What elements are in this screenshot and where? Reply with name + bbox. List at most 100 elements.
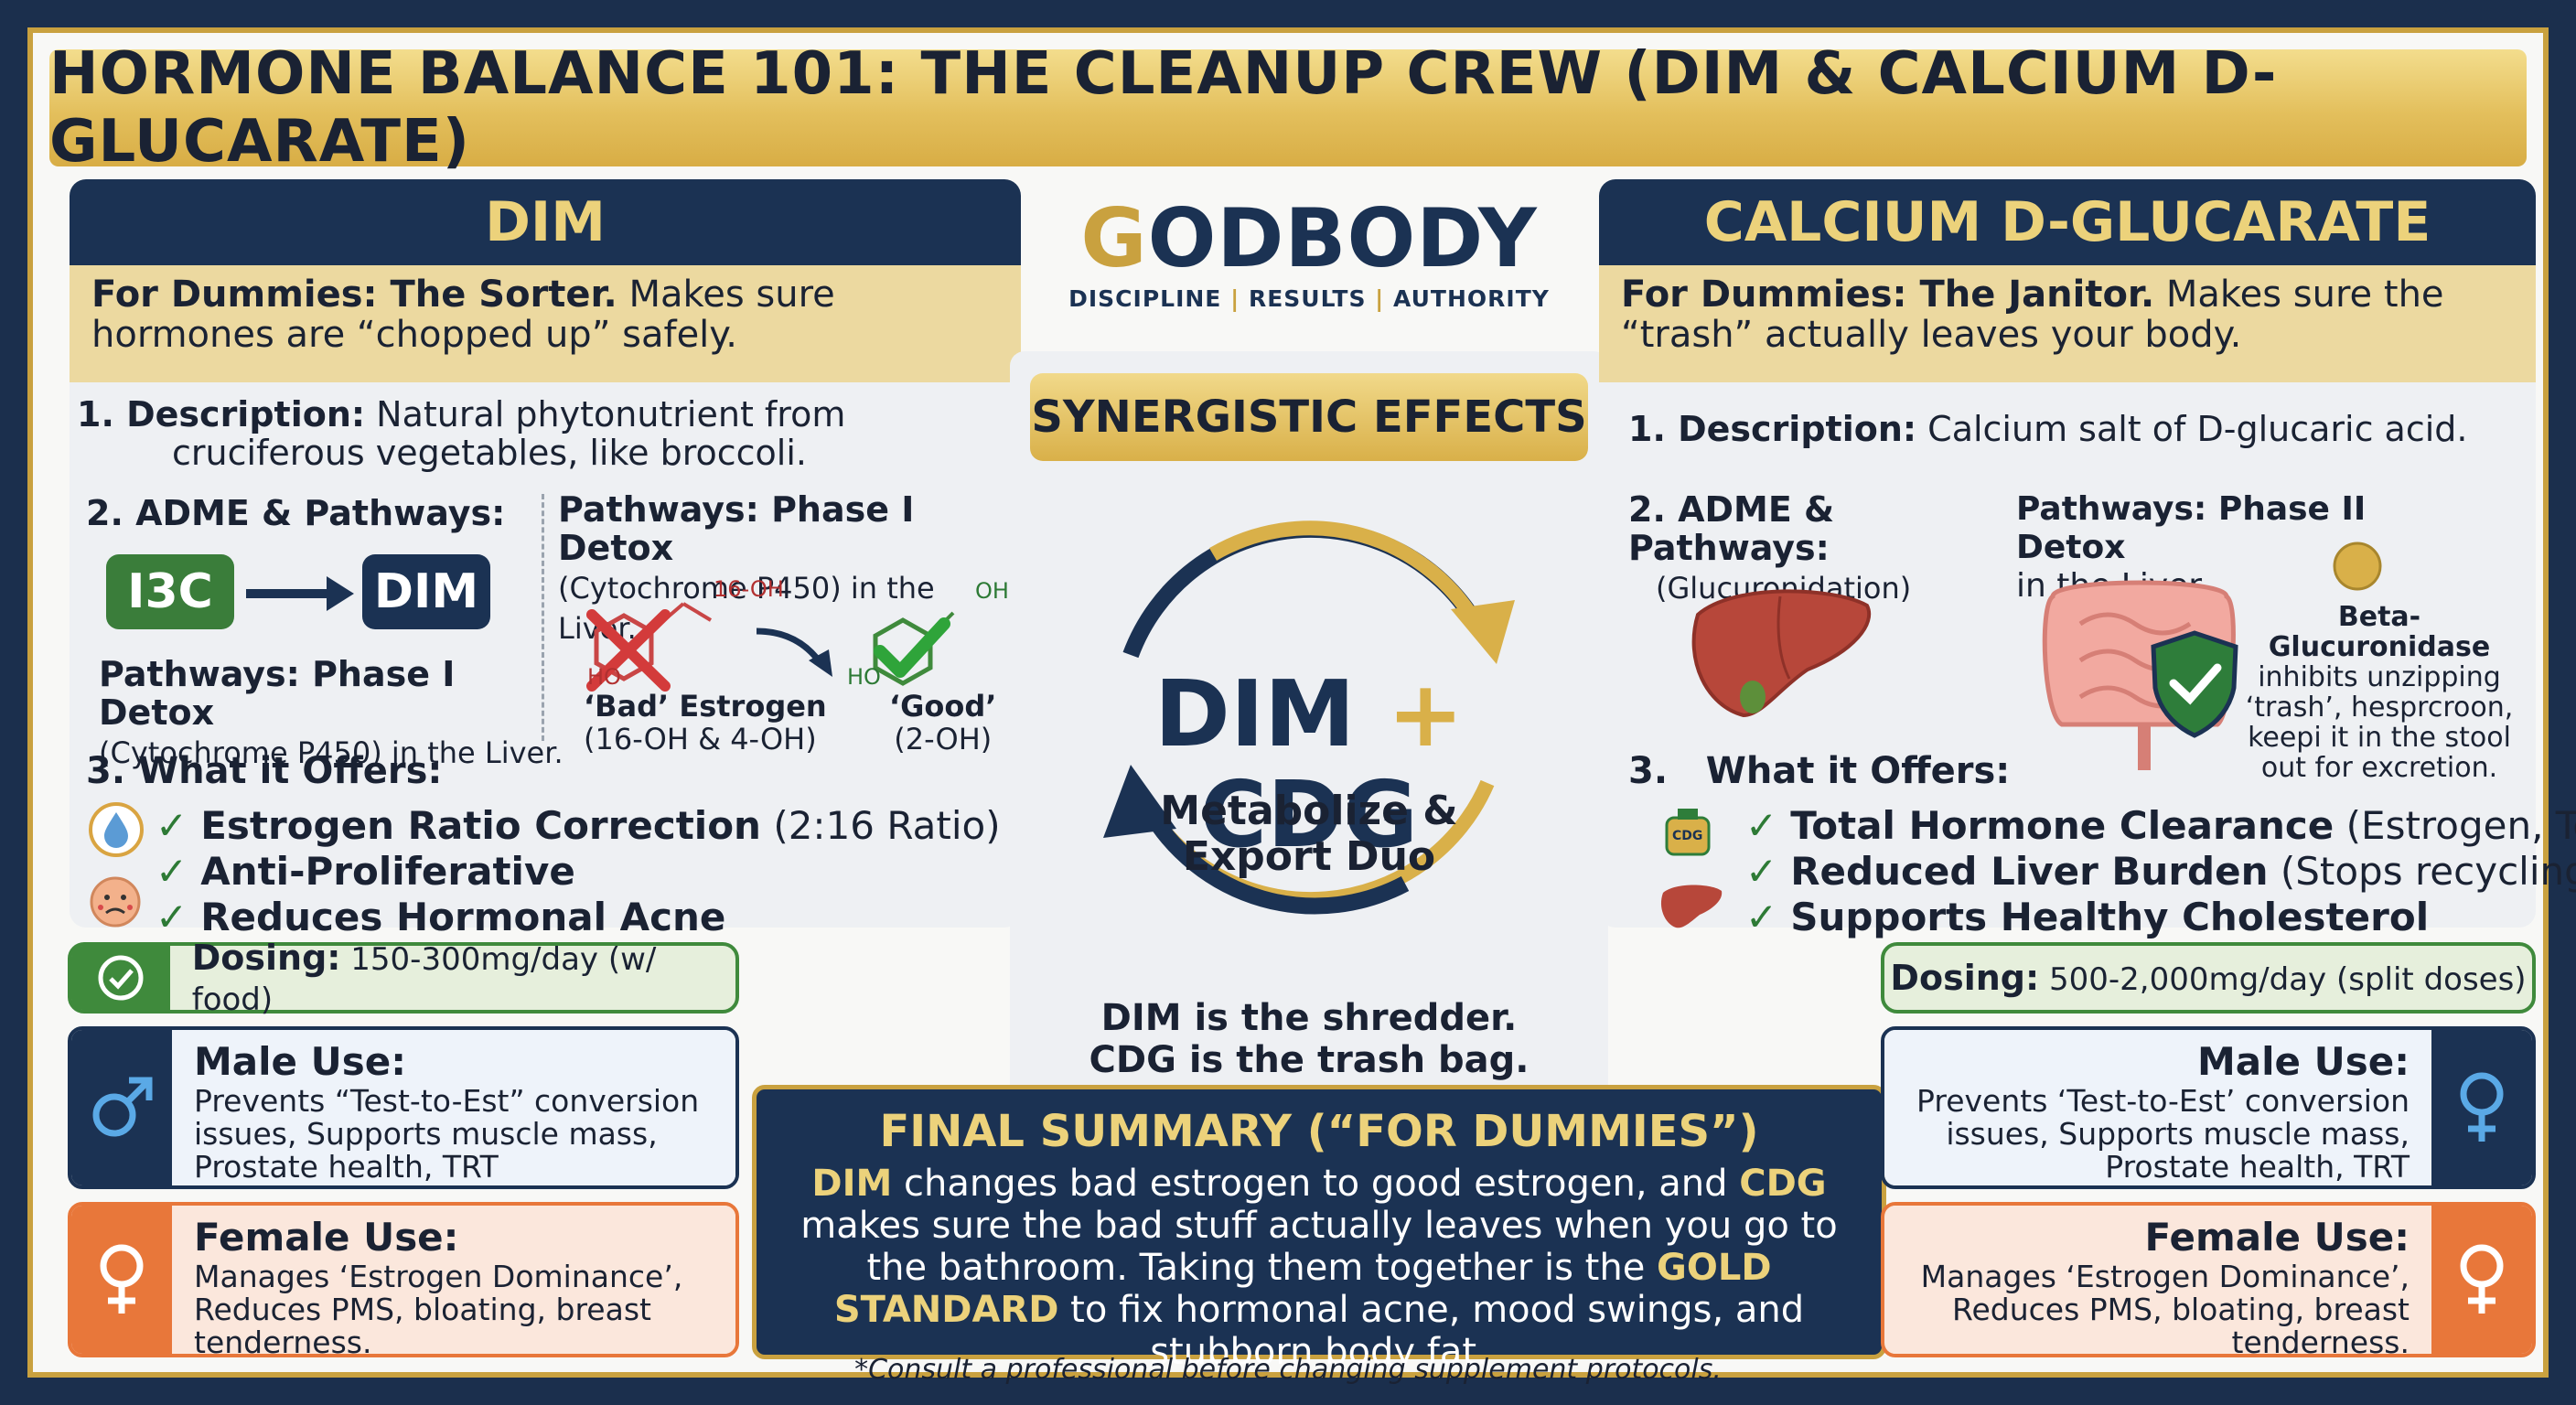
duo-line1: Metabolize & <box>1160 788 1458 834</box>
i3c-pill: I3C <box>106 554 234 629</box>
summary-t2: makes sure the bad stuff actually leaves… <box>800 1205 1838 1289</box>
dim-dosing: Dosing: 150-300mg/day (w/ food) <box>68 938 739 1018</box>
dim-female-title: Female Use: <box>194 1215 459 1260</box>
combo-label: DIM + CDG <box>1039 664 1579 865</box>
dim-desc-label: 1. Description: <box>77 394 366 434</box>
cdg-dosing: Dosing: 500-2,000mg/day (split doses) <box>1881 942 2536 1014</box>
bad-estrogen-title: ‘Bad’ Estrogen <box>584 689 827 724</box>
brand-tagline-1: DISCIPLINE <box>1068 285 1222 312</box>
liver-icon <box>1691 589 1872 718</box>
combo-plus: + <box>1387 660 1465 767</box>
brand-tagline: DISCIPLINE | RESULTS | AUTHORITY <box>1067 285 1551 312</box>
good-estrogen-ring <box>873 617 933 686</box>
page-title: HORMONE BALANCE 101: THE CLEANUP CREW (D… <box>49 40 2278 176</box>
dim-pill: DIM <box>362 554 490 629</box>
dim-male-body: Male Use: Prevents “Test-to-Est” convers… <box>172 1030 735 1185</box>
dim-female-body: Female Use: Manages ‘Estrogen Dominance’… <box>172 1206 735 1354</box>
synergy-banner: SYNERGISTIC EFFECTS <box>1030 373 1588 461</box>
disclaimer: *Consult a professional before changing … <box>854 1354 1722 1386</box>
combo-right: CDG <box>1199 761 1419 868</box>
cdg-female-title: Female Use: <box>2144 1215 2410 1260</box>
dim-dosing-label: Dosing: <box>191 938 341 978</box>
female-symbol-icon <box>100 1244 144 1314</box>
cdg-bottle-label: CDG <box>1672 829 1703 843</box>
duo-line2: Export Duo <box>1182 833 1436 880</box>
summary-t1: changes bad estrogen to good estrogen, a… <box>892 1163 1740 1205</box>
dim-adme-label: 2. ADME & Pathways: <box>86 493 506 533</box>
gold-dot-icon <box>2333 542 2382 591</box>
cdg-male-title: Male Use: <box>2196 1039 2410 1084</box>
dim-offer-1-text: (2:16 Ratio) <box>760 803 1001 848</box>
arrow-right-icon <box>246 576 354 611</box>
dim-female-use: Female Use: Manages ‘Estrogen Dominance’… <box>68 1202 739 1357</box>
dim-male-use: Male Use: Prevents “Test-to-Est” convers… <box>68 1026 739 1189</box>
cdg-male-use: Male Use: Prevents ‘Test-to-Est’ convers… <box>1881 1026 2536 1189</box>
cdg-dummies-box: For Dummies: The Janitor. Makes sure the… <box>1599 265 2536 382</box>
dim-pathway-right-bold: Pathways: Phase I Detox <box>558 489 915 568</box>
dim-offer-1-bold: Estrogen Ratio Correction <box>200 803 761 848</box>
dim-dummies-box: For Dummies: The Sorter. Makes sure horm… <box>70 265 1021 382</box>
cdg-desc-text: Calcium salt of D-glucaric acid. <box>1916 409 2468 449</box>
cdg-male-text: Prevents ‘Test-to-Est’ conversion issues… <box>1916 1083 2410 1186</box>
enzyme-text: inhibits unzipping ‘trash’, hesprcroon, … <box>2245 661 2514 784</box>
dim-pathway-left-bold: Pathways: Phase I Detox <box>99 654 456 733</box>
combo-left: DIM <box>1154 660 1356 767</box>
title-banner: HORMONE BALANCE 101: THE CLEANUP CREW (D… <box>49 40 2527 176</box>
female-symbol-icon <box>2460 1244 2504 1314</box>
cdg-dummies-bold: For Dummies: The Janitor. <box>1621 273 2155 316</box>
cdg-offers-label: 3. What it Offers: <box>1628 750 2011 792</box>
brand-logo: GODBODY DISCIPLINE | RESULTS | AUTHORITY <box>1067 198 1551 313</box>
female-symbol-icon <box>2460 1072 2504 1142</box>
summary-dim: DIM <box>811 1163 893 1205</box>
dim-desc-line2: cruciferous vegetables, like broccoli. <box>172 433 807 473</box>
cdg-desc-label: 1. Description: <box>1628 409 1917 449</box>
dim-pathway-right: Pathways: Phase I Detox (Cytochrome P450… <box>558 490 1015 648</box>
good-estrogen-title: ‘Good’ <box>889 689 997 724</box>
cdg-male-body: Male Use: Prevents ‘Test-to-Est’ convers… <box>1884 1030 2431 1185</box>
cdg-dummies-text: Makes sure the “trash” actually leaves y… <box>1621 273 2444 356</box>
brand-tagline-2: RESULTS <box>1248 285 1367 312</box>
male-symbol-icon <box>92 1077 153 1137</box>
check-icon: ✓ <box>1745 803 1778 848</box>
dim-heading-text: DIM <box>485 190 606 254</box>
cdg-offer-2: ✓Reduced Liver Burden (Stops recycling) <box>1745 851 2576 893</box>
analogy-text: DIM is the shredder. CDG is the trash ba… <box>1039 997 1579 1081</box>
brand-name-g: G <box>1080 191 1148 285</box>
bad-estrogen-label: ‘Bad’ Estrogen (16-OH & 4-OH) <box>584 690 827 756</box>
cdg-female-text: Manages ‘Estrogen Dominance’, Reduces PM… <box>1920 1259 2410 1357</box>
chem-label-oh-right: OH <box>975 578 1009 604</box>
estrogen-conversion-diagram <box>586 602 955 692</box>
cycle-arrows-icon <box>1103 520 1515 915</box>
water-drop-icon <box>89 802 144 857</box>
brand-name-rest: ODBODY <box>1147 191 1538 285</box>
dim-male-title: Male Use: <box>194 1039 407 1084</box>
dim-dummies-bold: For Dummies: The Sorter. <box>91 273 617 316</box>
final-summary: FINAL SUMMARY (“FOR DUMMIES”) DIM change… <box>752 1085 1886 1373</box>
enzyme-note: Beta-Glucuronidase inhibits unzipping ‘t… <box>2228 602 2530 783</box>
bottle-shape <box>1665 809 1711 856</box>
dim-offer-3: ✓Reduces Hormonal Acne <box>156 896 725 938</box>
dim-dummies-text: Makes sure hormones are “chopped up” saf… <box>91 273 835 356</box>
cdg-heading: CALCIUM D-GLUCARATE <box>1599 179 2536 265</box>
cdg-heading-text: CALCIUM D-GLUCARATE <box>1703 190 2431 254</box>
dim-description: 1. Description: Natural phytonutrient fr… <box>77 395 992 472</box>
summary-gold: GOLD STANDARD <box>833 1247 1772 1331</box>
chem-label-16oh: 16-OH <box>714 576 784 602</box>
synergy-card <box>1010 351 1608 1112</box>
dim-pathway-left: Pathways: Phase I Detox (Cytochrome P450… <box>99 655 574 772</box>
summary-cdg: CDG <box>1739 1163 1827 1205</box>
infographic-frame: HORMONE BALANCE 101: THE CLEANUP CREW (D… <box>27 27 2576 1386</box>
dim-female-text: Manages ‘Estrogen Dominance’, Reduces PM… <box>194 1259 683 1357</box>
dim-female-side <box>71 1206 172 1354</box>
dim-dosing-icon-box <box>71 946 170 1010</box>
cdg-dosing-label: Dosing: <box>1890 958 2040 998</box>
analogy-2: CDG is the trash bag. <box>1089 1039 1530 1081</box>
brand-tagline-3: AUTHORITY <box>1393 285 1550 312</box>
check-icon: ✓ <box>1745 895 1778 939</box>
cdg-offer-2-bold: Reduced Liver Burden <box>1790 849 2269 894</box>
cdg-offer-1: ✓Total Hormone Clearance (Estrogen, Toxi… <box>1745 805 2576 847</box>
check-icon: ✓ <box>156 803 188 848</box>
acne-face-icon <box>90 876 141 928</box>
dim-heading: DIM <box>70 179 1021 265</box>
brand-name: GODBODY <box>1067 198 1551 280</box>
